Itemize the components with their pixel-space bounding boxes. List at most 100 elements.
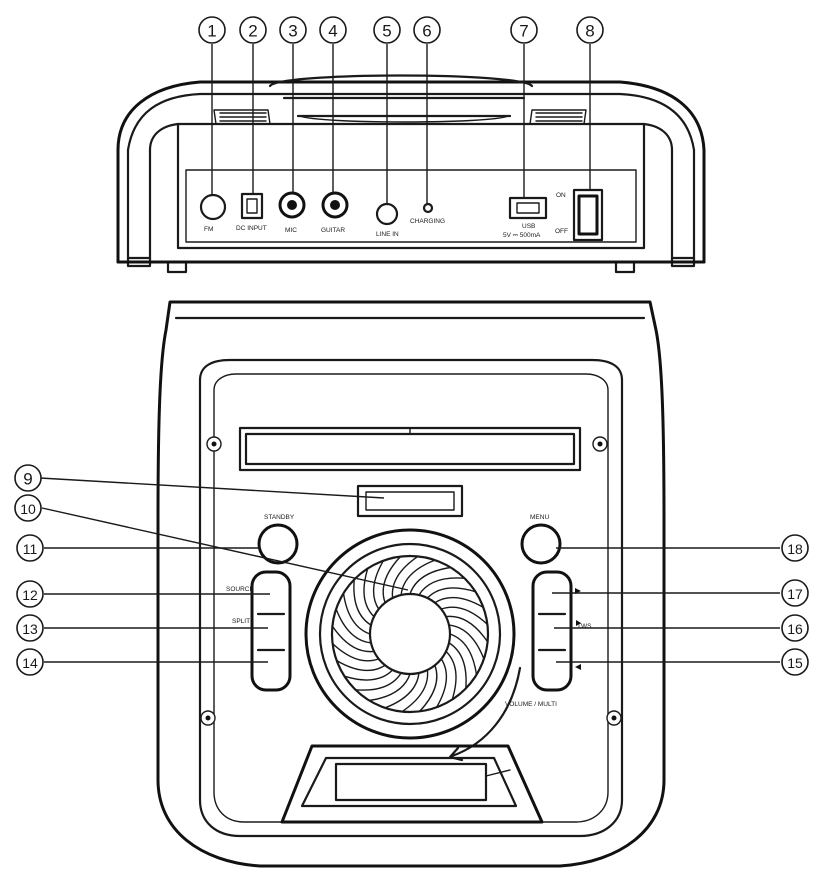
callout-number: 11 xyxy=(23,541,38,557)
source-label: SOURCE xyxy=(226,586,254,593)
top-view: VOLUME / MULTI STANDBY MENU SOURCE SPLIT… xyxy=(156,300,666,868)
knob-vane xyxy=(418,664,438,713)
charging-label: CHARGING xyxy=(410,218,445,225)
menu-button[interactable] xyxy=(520,523,562,565)
callout-number: 6 xyxy=(422,22,431,41)
mic-label: MIC xyxy=(285,227,297,234)
rear-leaders xyxy=(211,44,591,204)
prev-icon xyxy=(575,664,581,670)
guitar-label: GUITAR xyxy=(321,227,345,234)
callout-number: 17 xyxy=(787,586,803,602)
callout-9: 9 xyxy=(14,464,42,492)
callout-number: 18 xyxy=(787,541,803,557)
knob-vane xyxy=(353,578,372,626)
standby-button[interactable] xyxy=(257,523,299,565)
line-in-jack[interactable] xyxy=(375,202,399,226)
volume-label: VOLUME / MULTI xyxy=(505,701,557,708)
callout-number: 12 xyxy=(22,587,38,603)
callout-4: 4 xyxy=(319,16,347,44)
rear-view: FM DC INPUT MIC GUITAR LINE IN CHARGING … xyxy=(116,74,706,274)
callout-15: 15 xyxy=(781,648,809,676)
on-label: ON xyxy=(556,192,566,199)
knob-vane xyxy=(372,560,385,610)
dc-input-port[interactable] xyxy=(240,192,264,220)
callout-5: 5 xyxy=(373,16,401,44)
knob-vane xyxy=(448,642,467,690)
callout-3: 3 xyxy=(279,16,307,44)
usb-port[interactable] xyxy=(508,196,548,220)
charging-led xyxy=(422,202,434,214)
callout-number: 15 xyxy=(787,655,803,671)
callout-6: 6 xyxy=(413,16,441,44)
standby-label: STANDBY xyxy=(264,514,295,521)
tws-label: TWS xyxy=(577,623,592,630)
knob-vane xyxy=(331,625,375,653)
callout-number: 3 xyxy=(288,22,297,41)
left-rocker-buttons[interactable] xyxy=(250,570,292,692)
display-window xyxy=(356,484,464,518)
knob-vane xyxy=(401,669,429,713)
callout-number: 10 xyxy=(20,501,36,517)
knob-vane xyxy=(354,672,402,691)
callout-number: 16 xyxy=(787,621,803,637)
knob-vane xyxy=(400,559,436,596)
off-label: OFF xyxy=(555,228,568,235)
callout-8: 8 xyxy=(576,16,604,44)
callout-11: 11 xyxy=(16,534,44,562)
callout-18: 18 xyxy=(781,534,809,562)
knob-vane xyxy=(409,566,452,595)
callout-number: 4 xyxy=(328,22,337,41)
menu-label: MENU xyxy=(530,514,549,521)
knob-vane xyxy=(445,615,489,643)
top-leaders xyxy=(39,477,780,663)
knob-vane xyxy=(382,555,402,604)
knob-vane xyxy=(448,624,485,660)
bottom-handle[interactable] xyxy=(280,744,544,824)
callout-13: 13 xyxy=(16,614,44,642)
callout-12: 12 xyxy=(16,580,44,608)
play-pause-icon xyxy=(576,620,581,626)
callout-number: 1 xyxy=(207,22,216,41)
screws xyxy=(200,436,622,726)
split-label: SPLIT xyxy=(232,618,250,625)
callout-7: 7 xyxy=(510,16,538,44)
knob-vane xyxy=(418,577,466,596)
knob-vane xyxy=(435,658,448,708)
callout-number: 13 xyxy=(22,621,38,637)
callout-1: 1 xyxy=(198,16,226,44)
knob-vane xyxy=(445,650,457,701)
right-rocker-buttons[interactable] xyxy=(531,570,573,692)
knob-vane xyxy=(440,606,489,626)
knob-vane xyxy=(434,596,484,609)
knob-vane xyxy=(336,659,386,672)
callout-2: 2 xyxy=(239,16,267,44)
callout-10: 10 xyxy=(14,494,42,522)
callout-number: 7 xyxy=(519,22,528,41)
callout-16: 16 xyxy=(781,614,809,642)
fm-label: FM xyxy=(204,226,213,233)
callout-number: 5 xyxy=(382,22,391,41)
knob-vane xyxy=(342,592,371,635)
fm-antenna-jack[interactable] xyxy=(199,193,227,221)
dc-input-label: DC INPUT xyxy=(236,225,267,232)
knob-vane xyxy=(363,567,375,618)
knob-vane xyxy=(449,633,478,676)
knob-vane xyxy=(391,555,419,599)
usb-rating: 5V ⎓ 500mA xyxy=(503,232,541,239)
knob-vane xyxy=(384,672,420,709)
callout-number: 2 xyxy=(248,22,257,41)
line-in-label: LINE IN xyxy=(376,231,399,238)
volume-knob[interactable] xyxy=(304,528,516,740)
knob-vane xyxy=(368,673,411,702)
callout-number: 14 xyxy=(22,655,38,671)
knob-vane xyxy=(426,587,477,599)
knob-vane xyxy=(343,669,394,681)
knob-vane xyxy=(331,642,380,662)
callout-number: 8 xyxy=(585,22,594,41)
callout-17: 17 xyxy=(781,579,809,607)
usb-label: USB xyxy=(522,223,535,230)
knob-vane xyxy=(335,608,372,644)
callout-14: 14 xyxy=(16,648,44,676)
